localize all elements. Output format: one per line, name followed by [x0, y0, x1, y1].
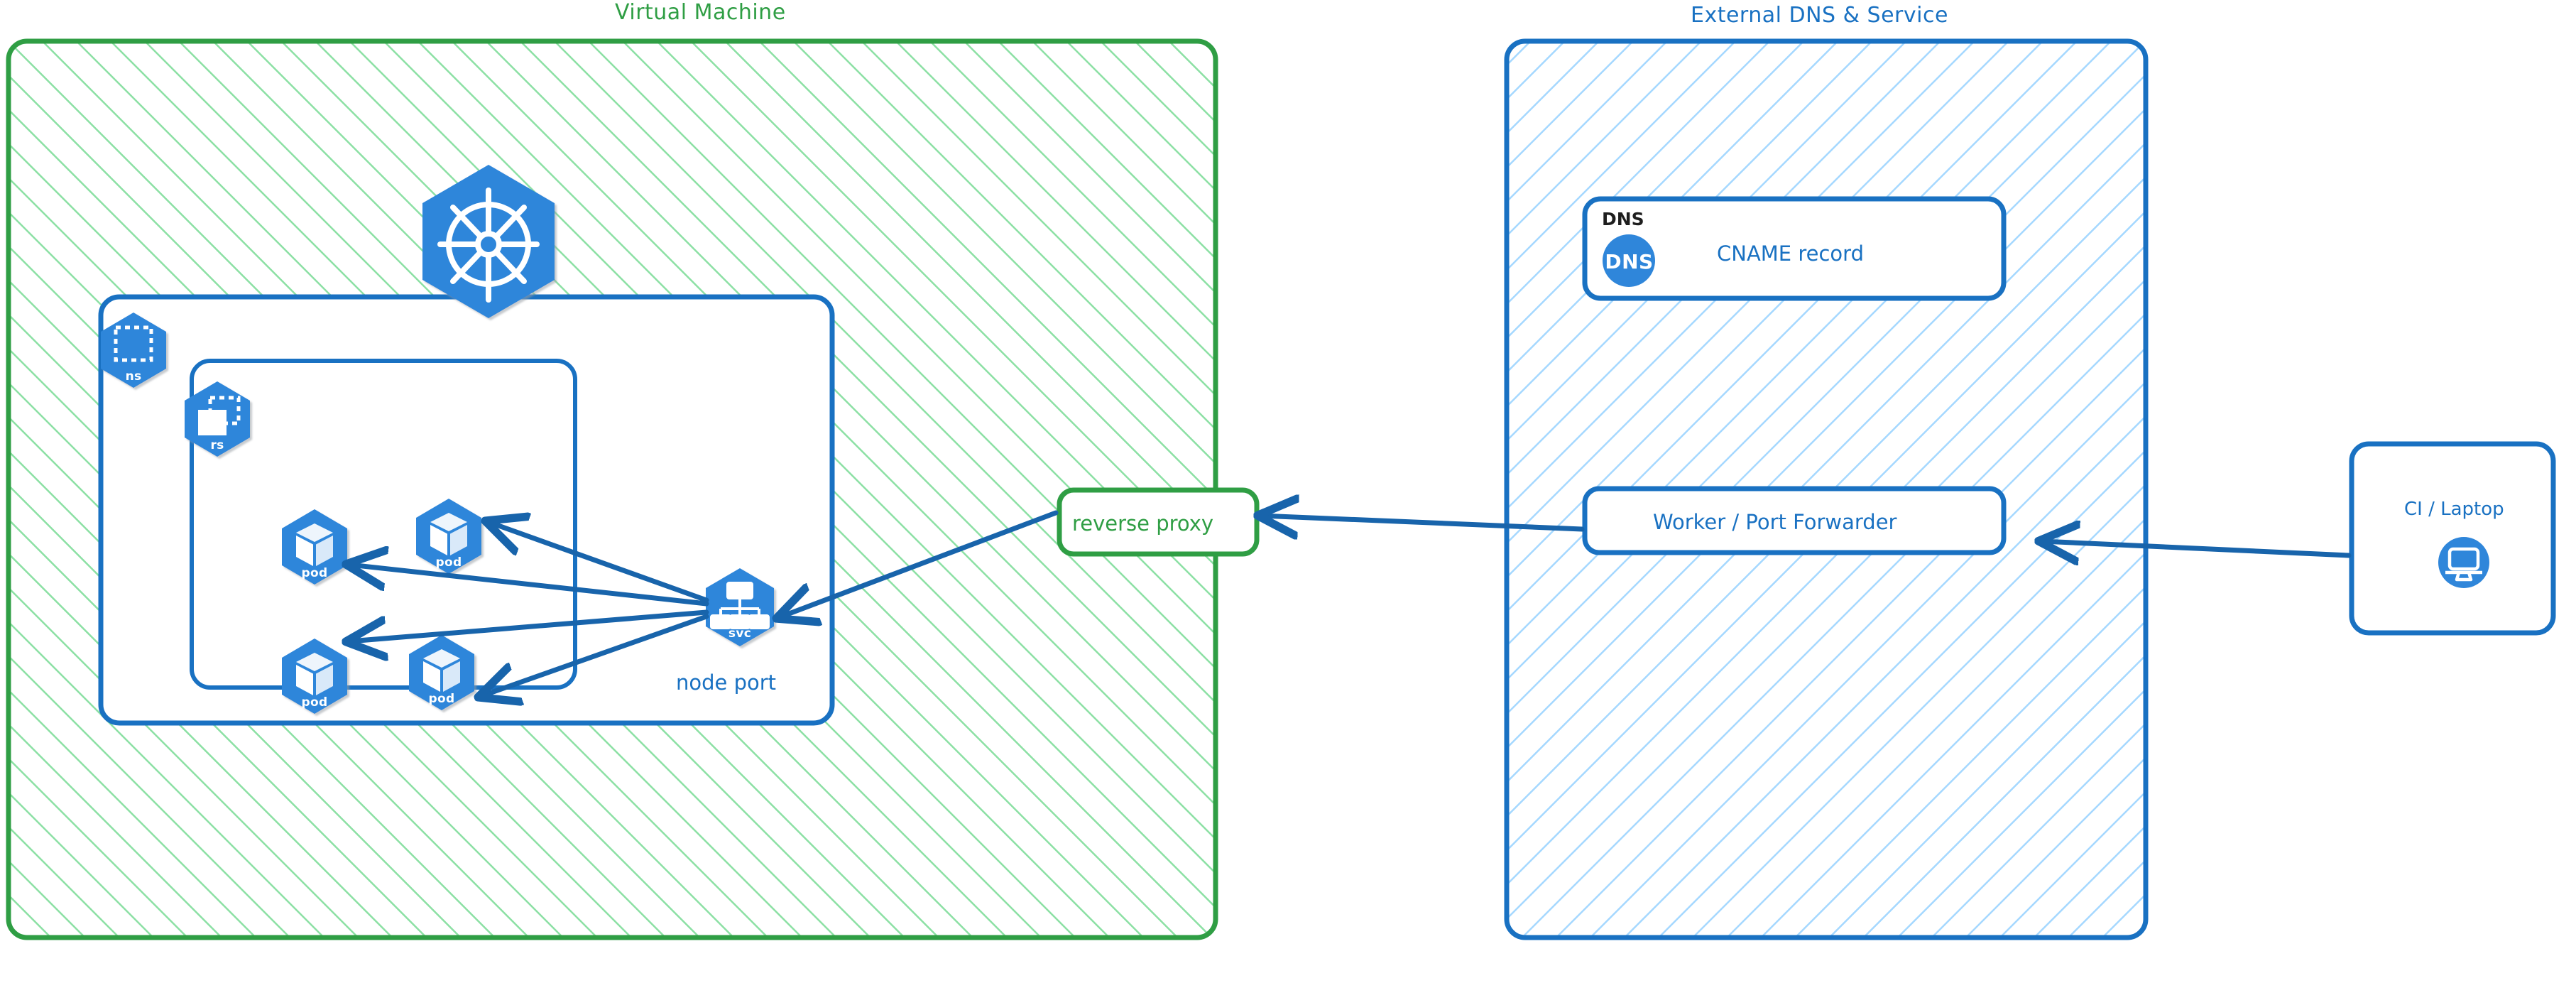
pod-icon-3 [282, 639, 347, 714]
arrow-svc-to-pod-2 [489, 522, 709, 603]
arrow-svc-to-pod-3 [349, 609, 709, 641]
arrow-worker-to-reverse-proxy [1261, 516, 1585, 529]
kubernetes-logo [422, 165, 555, 318]
arrow-svc-to-pod-1 [349, 565, 709, 607]
pod-icon-1 [282, 509, 347, 585]
arrow-reverse-proxy-to-service [780, 510, 1059, 617]
replicaset-box [190, 359, 577, 690]
worker-port-forwarder-label: Worker / Port Forwarder [1653, 510, 1897, 534]
namespace-icon [101, 313, 166, 388]
ci-laptop-label: CI / Laptop [2404, 499, 2504, 520]
node-port-label: node port [676, 670, 777, 695]
pod-icon-2 [416, 499, 481, 574]
desktop-monitor-icon [2438, 537, 2489, 588]
virtual-machine-title: Virtual Machine [615, 0, 786, 25]
service-badge-label: svc [728, 626, 752, 641]
arrow-svc-to-pod-4 [481, 614, 709, 696]
external-dns-service-title: External DNS & Service [1691, 3, 1948, 28]
replicaset-icon [185, 381, 250, 457]
arrow-client-to-worker [2042, 541, 2352, 555]
cname-record-label: CNAME record [1717, 241, 1864, 266]
pod-icon-4 [409, 635, 474, 710]
pod-badge-label-4: pod [428, 692, 455, 706]
reverse-proxy-label: reverse proxy [1072, 511, 1214, 536]
pod-badge-label-1: pod [301, 566, 328, 580]
dns-card[interactable] [1582, 196, 2007, 301]
pod-badge-label-2: pod [435, 555, 462, 570]
replicaset-badge-label: rs [210, 438, 224, 452]
dns-circle-label: DNS [1605, 250, 1654, 273]
service-icon [706, 568, 774, 646]
dns-tag-label: DNS [1602, 209, 1644, 229]
namespace-badge-label: ns [125, 369, 142, 384]
worker-port-forwarder-box[interactable] [1582, 486, 2007, 555]
dns-circle-icon [1603, 234, 1655, 287]
pod-badge-label-3: pod [301, 695, 328, 710]
ci-laptop-box[interactable] [2349, 441, 2556, 636]
service-to-pod-arrows [349, 522, 709, 696]
